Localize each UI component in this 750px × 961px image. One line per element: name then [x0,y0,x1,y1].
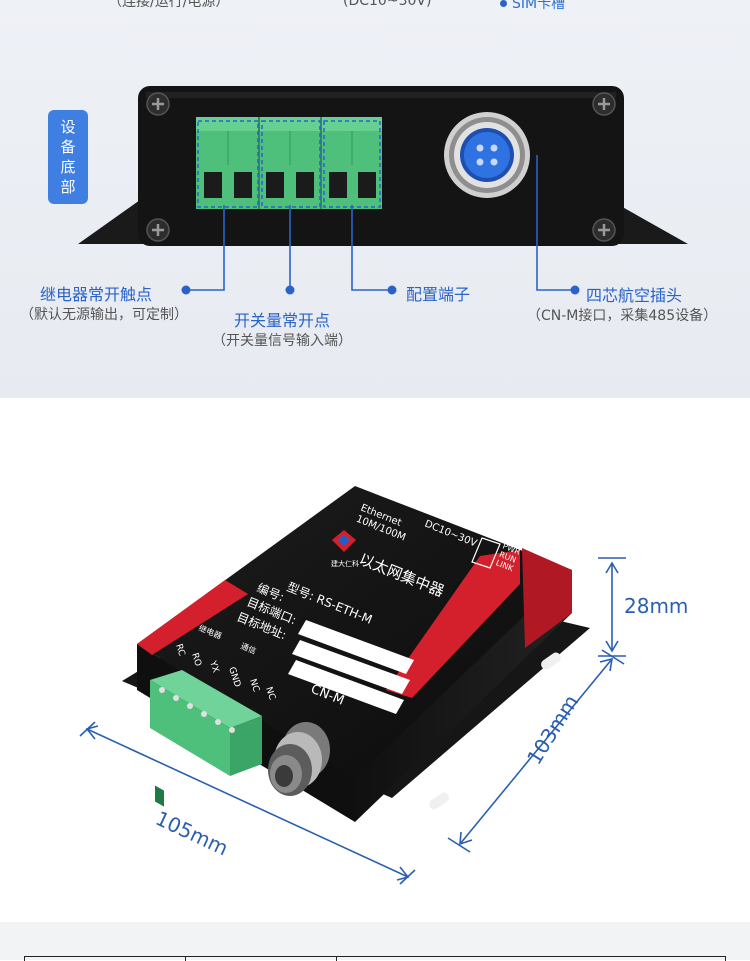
aviation-title: 四芯航空插头 [586,286,683,305]
device-bottom-tag: 设 备 底 部 [48,110,88,204]
spec-table-area [0,922,750,960]
screws [146,92,616,242]
red-stripe-right [386,550,520,698]
red-stripe-left [137,580,248,655]
sim-caption-text: SIM卡槽 [512,0,566,12]
terminal-block-3d [150,670,262,807]
pin-nc-1: NC [247,678,261,693]
relay-subtitle: （默认无源输出，可定制） [20,307,188,323]
sim-dot [500,0,507,7]
brand-logo [332,530,356,552]
pin-nc-2: NC [263,686,277,701]
relay-title: 继电器常开触点 [40,285,153,304]
switch-subtitle: （开关量信号输入端） [212,333,352,349]
pin-yx: YX [207,659,220,674]
device-bottom-illustration [78,86,688,295]
right-face [355,570,572,822]
tag-char-4: 部 [60,178,76,196]
table-col-3 [336,957,726,961]
top-face [137,486,572,778]
table-col-1 [24,957,185,961]
left-flange [78,200,150,244]
leader-lines [186,155,575,291]
pin-ro: RO [189,652,203,668]
device-3d-illustration: Ethernet 10M/100M DC10~30V PWR RUN LINK … [79,486,626,885]
status-caption: （连接/运行/电源） [108,0,230,10]
cn-m-connector [268,722,330,796]
height-dimension: 28mm [624,594,689,618]
aviation-connector [444,112,530,198]
tag-char-2: 备 [60,138,76,156]
aviation-subtitle: （CN-M接口，采集485设备） [527,308,718,324]
bottom-view-panel: （连接/运行/电源） (DC10~30V) SIM卡槽 设 备 底 部 [0,0,750,398]
terminal-block [196,117,382,209]
tag-char-1: 设 [60,118,76,136]
table-col-2 [185,957,336,961]
voltage-caption: (DC10~30V) [343,0,432,9]
sim-caption: SIM卡槽 [500,0,565,13]
switch-title: 开关量常开点 [234,311,331,330]
dimension-lines [79,557,626,885]
config-title: 配置端子 [406,285,471,304]
spec-table-header-edge [24,956,726,961]
tag-char-3: 底 [60,158,76,176]
pin-rc: RC [173,643,186,658]
brand-text: 建大仁科 [331,559,359,568]
